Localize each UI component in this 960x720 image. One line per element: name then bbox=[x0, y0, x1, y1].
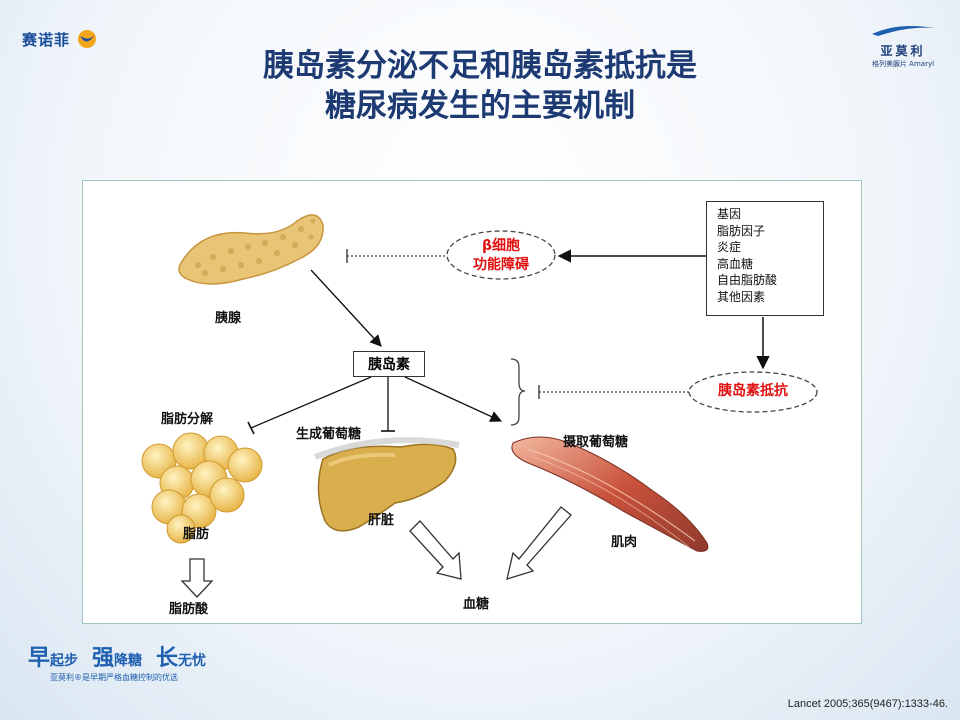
amaryl-logo: 亚莫利 格列美脲片 Amaryl bbox=[868, 22, 938, 69]
slogan-2b: 降糖 bbox=[114, 653, 143, 669]
beta-cell-dysfunction-label: β细胞 功能障碍 bbox=[451, 237, 551, 275]
insulin-lipolysis-bar bbox=[247, 421, 255, 435]
insulin-resistance-label: 胰岛素抵抗 bbox=[718, 383, 788, 399]
insulin-lipolysis-line bbox=[250, 376, 372, 429]
factors-box: 基因 脂肪因子 炎症 高血糖 自由脂肪酸 其他因素 bbox=[706, 201, 824, 316]
lipolysis-label: 脂肪分解 bbox=[161, 412, 214, 427]
slide-title: 胰岛素分泌不足和胰岛素抵抗是 糖尿病发生的主要机制 bbox=[0, 46, 960, 126]
slogan: 早起步 强降糖 长无忧 bbox=[28, 640, 206, 672]
fat-cells-illustration bbox=[141, 432, 263, 544]
brace-icon bbox=[510, 358, 526, 426]
sanofi-logo-text: 赛诺菲 bbox=[22, 30, 71, 49]
title-line-1: 胰岛素分泌不足和胰岛素抵抗是 bbox=[263, 48, 697, 84]
slogan-1b: 起步 bbox=[50, 653, 79, 669]
slogan-2a: 强 bbox=[92, 646, 115, 671]
gluconeogenesis-label: 生成葡萄糖 bbox=[296, 427, 362, 442]
factor-item: 高血糖 bbox=[717, 256, 754, 271]
liver-label: 肝脏 bbox=[368, 513, 395, 528]
beta-cell-line-2: 功能障碍 bbox=[473, 257, 529, 273]
fatty-acid-label: 脂肪酸 bbox=[169, 602, 209, 617]
amaryl-name: 亚莫利 bbox=[880, 44, 926, 58]
muscle-to-glucose-arrow bbox=[506, 506, 572, 580]
amaryl-emblem-icon bbox=[872, 26, 934, 36]
diagram-graphics bbox=[141, 214, 818, 598]
beta-cell-line-1: β细胞 bbox=[481, 238, 521, 254]
liver-illustration bbox=[313, 437, 460, 532]
sanofi-logo: 赛诺菲 bbox=[22, 28, 98, 50]
pancreas-to-insulin-arrow bbox=[310, 269, 382, 347]
amaryl-tagline: 格列美脲片 Amaryl bbox=[871, 60, 935, 68]
pancreas-illustration bbox=[178, 214, 324, 285]
slogan-3a: 长 bbox=[156, 646, 179, 671]
pancreas-label: 胰腺 bbox=[215, 311, 242, 326]
beta-cell-ellipse bbox=[446, 230, 556, 280]
fat-to-fattyacid-arrow bbox=[180, 558, 214, 598]
factor-item: 自由脂肪酸 bbox=[717, 273, 778, 287]
title-line-2: 糖尿病发生的主要机制 bbox=[325, 88, 635, 124]
factor-item: 脂肪因子 bbox=[717, 223, 766, 238]
insulin-uptake-arrow bbox=[404, 376, 503, 422]
factor-item: 炎症 bbox=[717, 240, 742, 254]
reference-citation: Lancet 2005;365(9467):1333-46. bbox=[787, 698, 948, 710]
glucose-uptake-label: 摄取葡萄糖 bbox=[563, 435, 629, 450]
muscle-illustration bbox=[511, 436, 709, 552]
fat-label: 脂肪 bbox=[183, 527, 210, 542]
blood-glucose-label: 血糖 bbox=[463, 597, 490, 612]
slogan-3b: 无忧 bbox=[178, 653, 207, 669]
factor-item: 其他因素 bbox=[717, 289, 766, 304]
slogan-1a: 早 bbox=[28, 646, 51, 671]
muscle-label: 肌肉 bbox=[611, 535, 638, 550]
liver-to-glucose-arrow bbox=[409, 520, 462, 580]
sanofi-emblem-icon bbox=[78, 30, 97, 48]
slogan-subtitle: 亚莫利®是早期严格血糖控制的优选 bbox=[50, 673, 178, 682]
insulin-box: 胰岛素 bbox=[353, 351, 425, 377]
factor-item: 基因 bbox=[717, 207, 742, 221]
mechanism-diagram: 胰腺 胰岛素 β细胞 功能障碍 胰岛素抵抗 基因 脂肪因子 炎症 高血糖 自由脂… bbox=[82, 180, 862, 624]
